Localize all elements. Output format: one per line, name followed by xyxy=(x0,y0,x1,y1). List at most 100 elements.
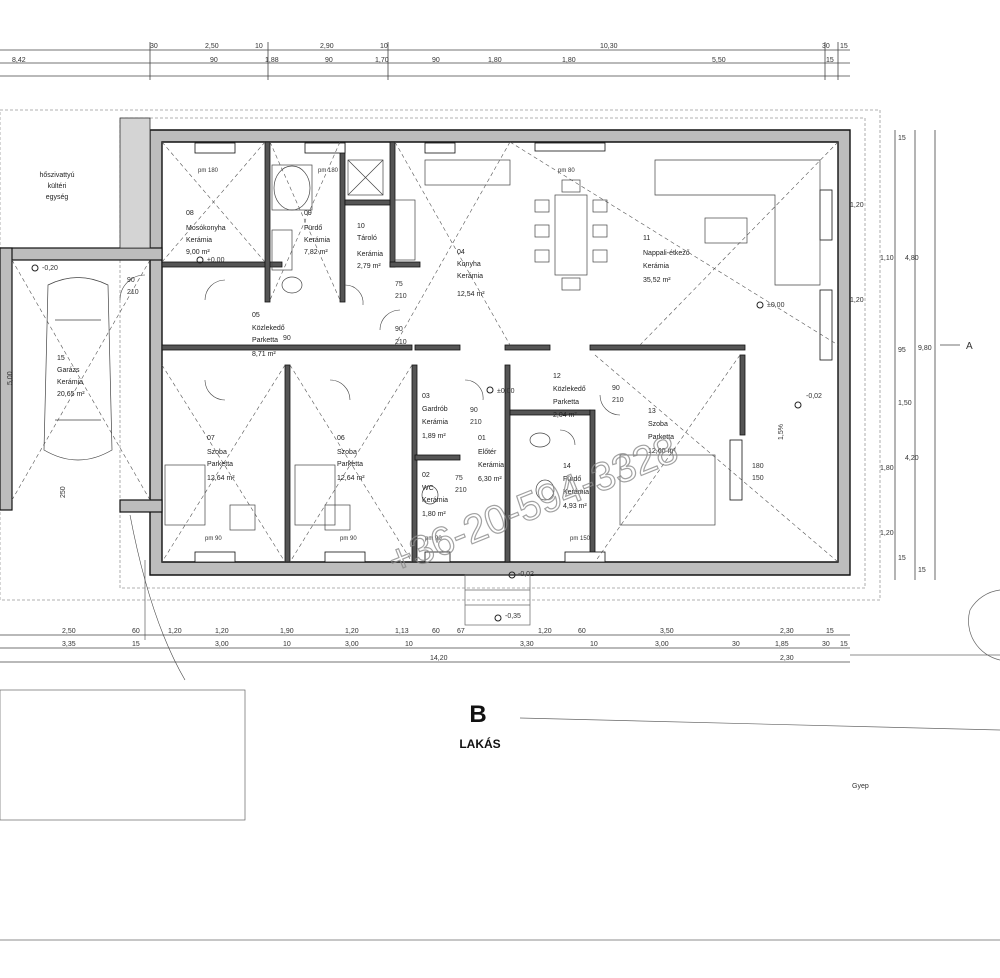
building-label: LAKÁS xyxy=(459,736,500,751)
lawn-label: Gyep xyxy=(852,783,869,790)
dim-right-4: 1,10 xyxy=(880,255,894,262)
dim-top-5: 10 xyxy=(380,43,388,50)
room-name: Közlekedő xyxy=(553,386,586,393)
room-number: 09 xyxy=(304,210,312,217)
door-label: 210 xyxy=(612,397,624,404)
room-corridor-a: 05 Közlekedő Parketta 8,71 m² xyxy=(252,312,285,358)
window-label-7: pm 150 xyxy=(570,536,591,542)
window-label-2: pm 180 xyxy=(318,168,339,174)
room-area: 6,30 m² xyxy=(478,476,502,483)
room-area: 4,93 m² xyxy=(563,503,587,510)
door-label: 150 xyxy=(752,475,764,482)
room-bedroom-13: 13 Szoba Parketta 12,60 m² xyxy=(648,408,676,455)
window-label-3: pm 80 xyxy=(558,168,575,174)
dim-top-r2-9: 5,50 xyxy=(712,57,726,64)
level-entry: -0,02 xyxy=(518,571,534,578)
dim-top-r2-3: 1,88 xyxy=(265,57,279,64)
room-number: 12 xyxy=(553,373,561,380)
room-floor: Kerámia xyxy=(304,237,330,244)
door-label: 250 xyxy=(60,486,67,498)
room-number: 01 xyxy=(478,435,486,442)
room-name: Tároló xyxy=(357,235,377,242)
room-area: 8,71 m² xyxy=(252,351,276,358)
room-name: Mosókonyha xyxy=(186,225,226,232)
dim-bottom-r2-8: 10 xyxy=(590,641,598,648)
room-diagonals xyxy=(11,141,839,563)
room-number: 06 xyxy=(337,435,345,442)
dim-top-r2-5: 1,70 xyxy=(375,57,389,64)
dim-right-10: 1,20 xyxy=(880,530,894,537)
site-outline xyxy=(0,109,881,601)
dim-right-2: 1,20 xyxy=(850,202,864,209)
room-number: 05 xyxy=(252,312,260,319)
room-floor: Kerámia xyxy=(478,462,504,469)
dim-bottom-r2-9: 3,00 xyxy=(655,641,669,648)
room-name: Gardrób xyxy=(422,406,448,413)
dim-bottom-2: 60 xyxy=(132,628,140,635)
windows xyxy=(194,142,833,563)
room-number: 04 xyxy=(457,249,465,256)
room-area: 1,89 m² xyxy=(422,433,446,440)
dim-top-r2-8: 1,80 xyxy=(562,57,576,64)
dim-right-5: 1,20 xyxy=(850,297,864,304)
dim-bottom-5: 1,90 xyxy=(280,628,294,635)
dim-bottom-12: 3,50 xyxy=(660,628,674,635)
room-area: 9,00 m² xyxy=(186,249,210,256)
room-number: 10 xyxy=(357,223,365,230)
room-area: 2,79 m² xyxy=(357,263,381,270)
dim-bottom-r2-2: 15 xyxy=(132,641,140,648)
door-dimensions: 90 210 90 75 210 90 210 90 210 75 210 90… xyxy=(7,277,764,498)
room-name: Garázs xyxy=(57,367,80,374)
door-label: 75 xyxy=(455,475,463,482)
room-number: 11 xyxy=(643,235,650,242)
room-bathroom: 09 Fürdő Kerámia 7,82 m² xyxy=(304,210,330,256)
room-bedroom-06: 06 Szoba Parketta 12,64 m² xyxy=(337,435,365,482)
door-swings xyxy=(119,274,621,681)
door-label: 210 xyxy=(395,339,407,346)
dim-bottom-r2-11: 1,85 xyxy=(775,641,789,648)
room-floor: Parketta xyxy=(553,399,579,406)
dim-bottom-r2-1: 3,35 xyxy=(62,641,76,648)
room-floor: Parketta xyxy=(252,337,278,344)
room-floor: Parketta xyxy=(337,461,363,468)
dim-top-r2-6: 90 xyxy=(432,57,440,64)
outer-walls xyxy=(0,117,851,576)
dim-bottom-r3-1: 14,20 xyxy=(430,655,448,662)
window-label-4: pm 90 xyxy=(205,536,222,542)
building-letter: B xyxy=(469,701,486,728)
top-dimension-lines xyxy=(0,42,850,80)
dim-bottom-11: 60 xyxy=(578,628,586,635)
door-label: 210 xyxy=(127,289,139,296)
room-number: 14 xyxy=(563,463,571,470)
dim-bottom-14: 15 xyxy=(826,628,834,635)
door-label: 90 xyxy=(470,407,478,414)
inner-walls xyxy=(161,141,746,563)
room-floor: Kerámia xyxy=(563,489,589,496)
room-floor: Kerámia xyxy=(57,379,83,386)
room-floor: Kerámia xyxy=(643,263,669,270)
right-dimension-lines xyxy=(894,130,960,580)
window-label-5: pm 90 xyxy=(340,536,357,542)
room-area: 12,64 m² xyxy=(207,475,235,482)
room-entrance-hall: 01 Előtér Kerámia 6,30 m² xyxy=(478,435,504,483)
dim-bottom-r2-13: 15 xyxy=(840,641,848,648)
dim-bottom-9: 67 xyxy=(457,628,465,635)
section-mark: A xyxy=(966,341,973,352)
door-label: 5,00 xyxy=(7,371,14,385)
room-number: 13 xyxy=(648,408,656,415)
room-area: 7,82 m² xyxy=(304,249,328,256)
room-floor: Kerámia xyxy=(457,273,483,280)
room-area: 12,64 m² xyxy=(337,475,365,482)
dim-bottom-7: 1,13 xyxy=(395,628,409,635)
room-number: 15 xyxy=(57,355,65,362)
level-step: -0,35 xyxy=(505,613,521,620)
dim-bottom-r2-7: 3,30 xyxy=(520,641,534,648)
room-number: 02 xyxy=(422,472,430,479)
dim-right-11: 15 xyxy=(898,555,906,562)
dim-top-6: 10,30 xyxy=(600,43,618,50)
room-bathroom-14: 14 Fürdő Kerámia 4,93 m² xyxy=(563,463,589,510)
door-label: 210 xyxy=(470,419,482,426)
heatpump-line-2: kültéri xyxy=(48,183,67,190)
dim-bottom-r2-3: 3,00 xyxy=(215,641,229,648)
dim-right-12: 9,80 xyxy=(918,345,932,352)
